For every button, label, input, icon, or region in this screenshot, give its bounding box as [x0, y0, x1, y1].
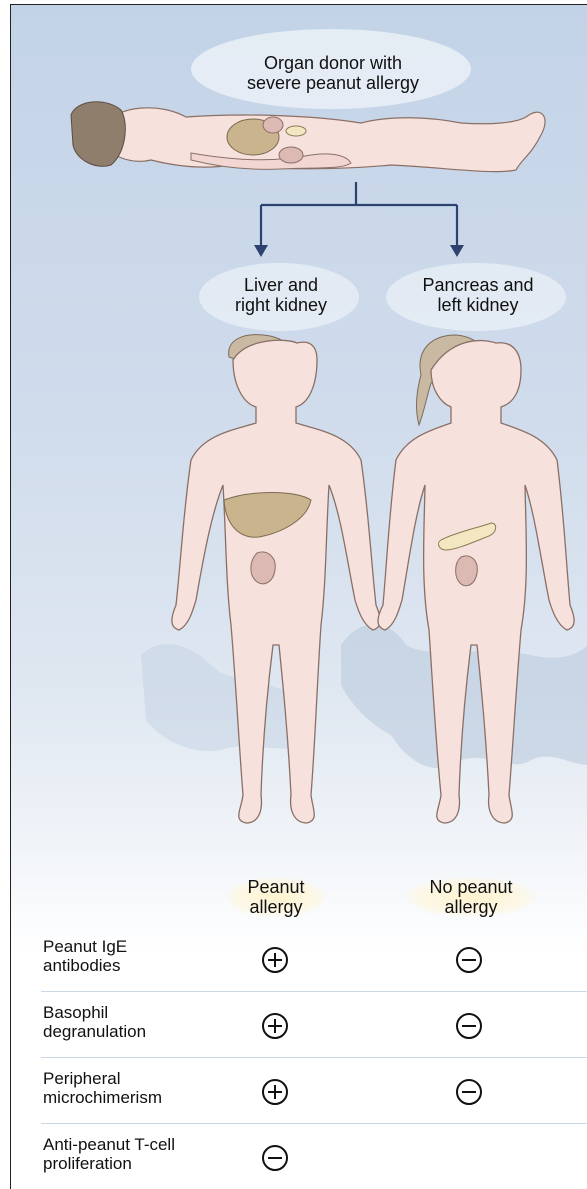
plus-icon [262, 947, 288, 973]
finding-label: Peanut IgE antibodies [43, 937, 127, 975]
recipient-a-organs-line1: Liver and [206, 275, 356, 295]
donor-pancreas [286, 126, 306, 136]
finding-label-line1: Peripheral [43, 1069, 162, 1088]
finding-label-line2: degranulation [43, 1022, 146, 1041]
finding-row-tcell: Anti-peanut T-cell proliferation [11, 1135, 587, 1189]
donor-hair [71, 102, 125, 167]
recipient-b-organs-line2: left kidney [393, 295, 563, 315]
finding-label-line2: proliferation [43, 1154, 175, 1173]
finding-label: Anti-peanut T-cell proliferation [43, 1135, 175, 1173]
row-divider [41, 1057, 587, 1058]
finding-label: Peripheral microchimerism [43, 1069, 162, 1107]
arrow-head-right [450, 245, 464, 257]
finding-row-basophil: Basophil degranulation [11, 1003, 587, 1069]
row-divider [41, 1123, 587, 1124]
split-arrows [261, 182, 457, 248]
finding-label-line1: Anti-peanut T-cell [43, 1135, 175, 1154]
finding-label-line2: microchimerism [43, 1088, 162, 1107]
plus-icon [262, 1013, 288, 1039]
finding-row-microchimerism: Peripheral microchimerism [11, 1069, 587, 1135]
minus-icon [262, 1145, 288, 1171]
arrow-head-left [254, 245, 268, 257]
recipient-b-organs: Pancreas and left kidney [393, 275, 563, 315]
recipient-b-kidney [456, 556, 478, 586]
minus-icon [456, 947, 482, 973]
donor-title: Organ donor with severe peanut allergy [224, 53, 442, 93]
recipient-a-organs-line2: right kidney [206, 295, 356, 315]
finding-label-line1: Basophil [43, 1003, 146, 1022]
recipient-b-status-line2: allergy [406, 897, 536, 917]
plus-icon [262, 1079, 288, 1105]
finding-label-line1: Peanut IgE [43, 937, 127, 956]
minus-icon [456, 1013, 482, 1039]
recipient-a-status-line2: allergy [226, 897, 326, 917]
row-divider [41, 991, 587, 992]
donor-kidney [279, 147, 303, 163]
donor-title-line2: severe peanut allergy [224, 73, 442, 93]
recipient-b-status-line1: No peanut [406, 877, 536, 897]
minus-icon [456, 1079, 482, 1105]
donor-title-line1: Organ donor with [224, 53, 442, 73]
finding-label: Basophil degranulation [43, 1003, 146, 1041]
recipient-b-status: No peanut allergy [406, 877, 536, 917]
figure-panel: Organ donor with severe peanut allergy L… [10, 4, 587, 1189]
recipient-b-organs-line1: Pancreas and [393, 275, 563, 295]
recipient-a-organs: Liver and right kidney [206, 275, 356, 315]
recipient-a-status-line1: Peanut [226, 877, 326, 897]
finding-row-ige: Peanut IgE antibodies [11, 937, 587, 1003]
recipient-a-status: Peanut allergy [226, 877, 326, 917]
donor-kidney [263, 117, 283, 133]
donor-figure [71, 102, 545, 172]
recipient-a-kidney [251, 552, 275, 584]
finding-label-line2: antibodies [43, 956, 127, 975]
